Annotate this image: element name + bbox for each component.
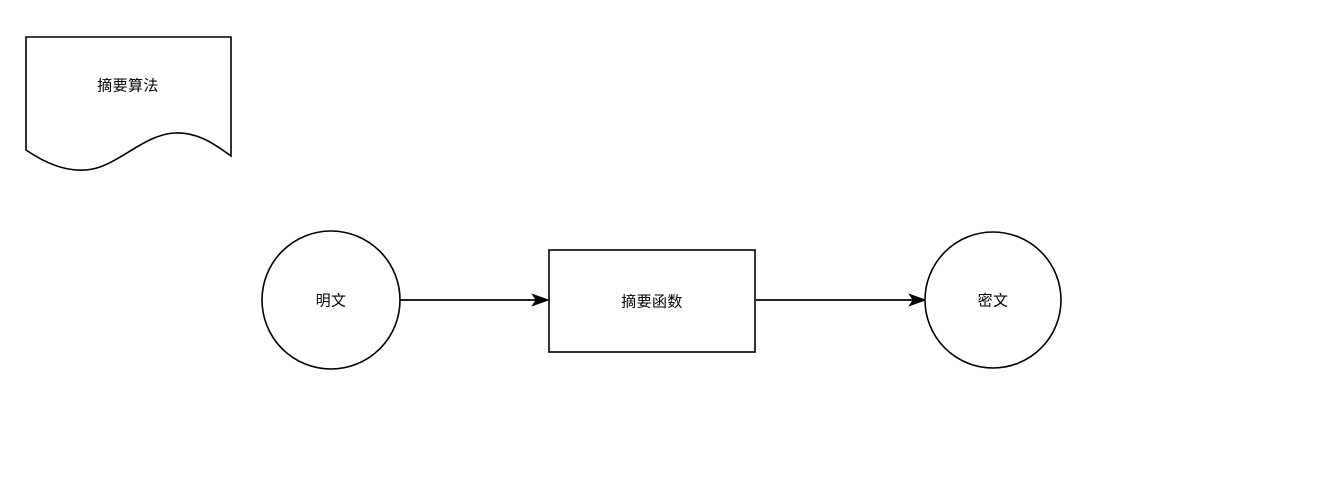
connector-plaintext-to-function[interactable] [400,293,550,307]
document-shape-outline [25,36,232,171]
digest-function-node[interactable]: 摘要函数 [548,249,756,353]
ciphertext-node-outline [924,231,1062,369]
plaintext-node-label: 明文 [316,292,347,310]
connector-function-to-ciphertext[interactable] [756,293,927,307]
ciphertext-node[interactable]: 密文 [924,231,1062,369]
digest-function-node-label: 摘要函数 [621,293,683,311]
connector-plaintext-to-function-arrowhead-icon [531,293,550,307]
document-shape[interactable]: 摘要算法 [25,36,232,171]
ciphertext-node-label: 密文 [978,292,1009,310]
document-shape-label: 摘要算法 [97,77,159,95]
plaintext-node[interactable]: 明文 [261,230,401,370]
connector-function-to-ciphertext-arrowhead-icon [908,293,927,307]
digest-function-node-outline [548,249,756,353]
